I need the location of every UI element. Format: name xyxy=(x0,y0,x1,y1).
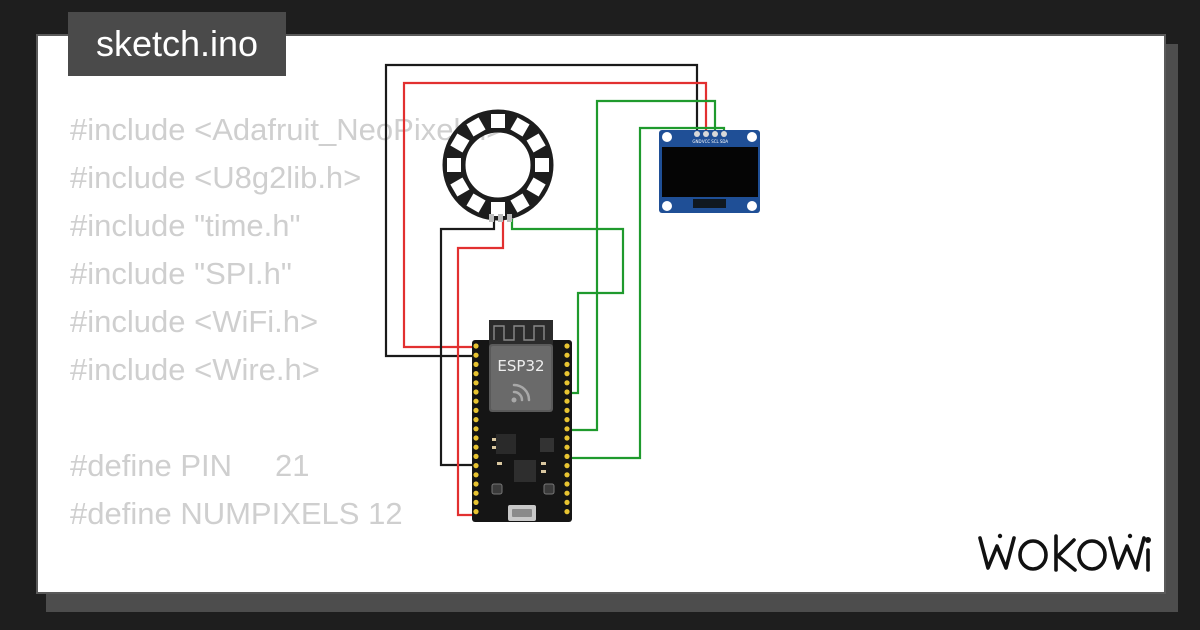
esp32-header-pin[interactable] xyxy=(564,398,570,404)
esp32-header-pin[interactable] xyxy=(564,343,570,349)
esp32-header-pin[interactable] xyxy=(473,426,479,432)
wire-gnd-oled xyxy=(384,63,699,358)
esp32-header-pin[interactable] xyxy=(473,361,479,367)
esp32-header-pin[interactable] xyxy=(564,407,570,413)
code-background: #include <Adafruit_NeoPixel.h>#include <… xyxy=(70,106,1086,592)
esp32-header-pin[interactable] xyxy=(473,380,479,386)
esp32-header-pin[interactable] xyxy=(564,472,570,478)
neopixel-led xyxy=(510,117,530,137)
esp32-header-pin[interactable] xyxy=(564,509,570,515)
code-line-4: #include "SPI.h" xyxy=(70,256,292,291)
esp32-header-pin[interactable] xyxy=(564,444,570,450)
esp32-header-pin[interactable] xyxy=(564,380,570,386)
esp32-header-pin[interactable] xyxy=(564,453,570,459)
code-line-2: #include <U8g2lib.h> xyxy=(70,160,362,195)
esp32-header-pin[interactable] xyxy=(473,371,479,377)
neopixel-led xyxy=(447,158,461,172)
esp32-header-pin[interactable] xyxy=(473,352,479,358)
esp32-header-pin[interactable] xyxy=(473,398,479,404)
esp32-header-pin[interactable] xyxy=(564,499,570,505)
neopixel-led xyxy=(526,133,546,153)
esp32-header-pin[interactable] xyxy=(473,389,479,395)
esp32-header-pin[interactable] xyxy=(564,435,570,441)
neopixel-led xyxy=(450,177,470,197)
esp32-header-pin[interactable] xyxy=(473,453,479,459)
esp32-label: ESP32 xyxy=(497,357,544,375)
esp32-header-pin[interactable] xyxy=(564,352,570,358)
code-line-9: #define NUMPIXELS 12 xyxy=(70,496,403,531)
esp32-header-pin[interactable] xyxy=(473,343,479,349)
esp32-header-pin[interactable] xyxy=(564,371,570,377)
esp32-header-pin[interactable] xyxy=(473,499,479,505)
neopixel-led xyxy=(535,158,549,172)
esp32-header-pin[interactable] xyxy=(564,481,570,487)
esp32-header-pin[interactable] xyxy=(564,361,570,367)
esp32-header-pin[interactable] xyxy=(473,472,479,478)
oled-pin-vcc-label: VCC xyxy=(702,139,711,144)
wire-scl-oled xyxy=(566,99,717,432)
esp32-header-pin[interactable] xyxy=(473,444,479,450)
code-line-8: #define PIN 21 xyxy=(70,448,310,483)
esp32-header-pin[interactable] xyxy=(564,389,570,395)
code-line-6: #include <Wire.h> xyxy=(70,352,320,387)
esp32-header-pin[interactable] xyxy=(564,426,570,432)
neopixel-led xyxy=(466,193,486,213)
neopixel-led xyxy=(526,177,546,197)
wokwi-logo xyxy=(978,533,1151,572)
oled-display[interactable]: GND VCC SCL SDA xyxy=(659,130,760,213)
neopixel-led xyxy=(510,193,530,213)
wire-sda-oled xyxy=(566,126,726,460)
esp32-header-pin[interactable] xyxy=(473,417,479,423)
neopixel-led xyxy=(491,114,505,128)
wire-din-ring xyxy=(510,219,625,395)
wire-vcc-ring xyxy=(456,219,505,517)
preview-card: #include <Adafruit_NeoPixel.h>#include <… xyxy=(36,34,1166,594)
oled-pin-sda-label: SDA xyxy=(720,139,729,144)
wire-gnd-ring xyxy=(439,219,496,467)
esp32-header-pin[interactable] xyxy=(564,463,570,469)
file-tab[interactable]: sketch.ino xyxy=(68,12,286,76)
neopixel-led xyxy=(491,202,505,216)
esp32-header-pin[interactable] xyxy=(473,490,479,496)
esp32-header-pin[interactable] xyxy=(473,509,479,515)
neopixel-ring[interactable] xyxy=(442,109,554,222)
esp32-board[interactable]: ESP32 xyxy=(472,320,572,522)
wire-vcc-oled xyxy=(402,81,708,349)
esp32-header-pin[interactable] xyxy=(564,490,570,496)
esp32-header-pin[interactable] xyxy=(473,407,479,413)
oled-pin-gnd-label: GND xyxy=(692,139,701,144)
neopixel-led xyxy=(450,133,470,153)
code-line-3: #include "time.h" xyxy=(70,208,301,243)
espressif-logo-icon xyxy=(511,383,531,403)
neopixel-led xyxy=(466,117,486,137)
esp32-header-pin[interactable] xyxy=(473,435,479,441)
oled-pin-scl-label: SCL xyxy=(711,139,719,144)
esp32-header-pin[interactable] xyxy=(473,463,479,469)
code-line-5: #include <WiFi.h> xyxy=(70,304,319,339)
esp32-header-pin[interactable] xyxy=(473,481,479,487)
esp32-header-pin[interactable] xyxy=(564,417,570,423)
